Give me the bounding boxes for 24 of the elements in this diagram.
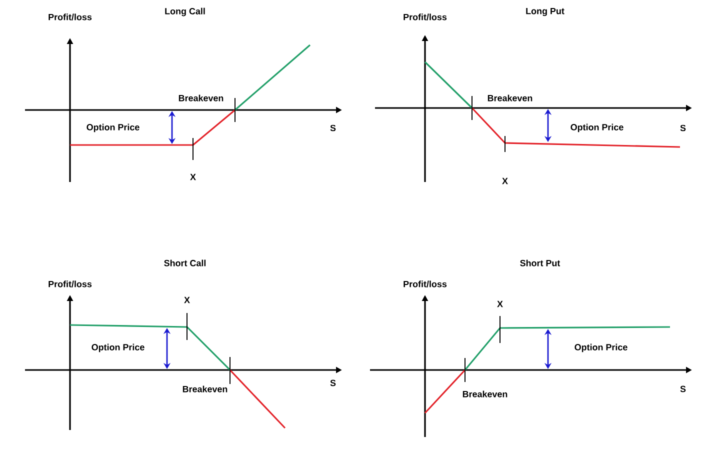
axis-label: Profit/loss [48,280,92,288]
strike-label: X [497,300,503,308]
breakeven-label: Breakeven [488,94,532,102]
axis-label: S [330,380,336,386]
breakeven-label: Breakeven [462,390,508,398]
chart-title: Long Call [165,8,205,16]
axis-label: S [330,124,336,132]
strike-label: X [190,174,196,180]
option-price-label: Option Price [92,344,144,352]
chart-title: Short Call [164,260,206,266]
chart-title: Long Put [526,8,564,16]
strike-label: X [184,296,190,304]
axis-label: S [680,124,686,132]
axis-label: Profit/loss [404,14,447,20]
axis-label: S [680,386,686,392]
option-price-label: Option Price [574,344,628,352]
axis-label: Profit/loss [48,14,92,20]
breakeven-label: Breakeven [182,386,228,392]
breakeven-label: Breakeven [178,94,224,102]
strike-label: X [502,178,508,184]
axis-label: Profit/loss [404,280,447,288]
chart-title: Short Put [520,260,560,266]
option-price-label: Option Price [86,124,140,132]
option-price-label: Option Price [570,124,624,132]
